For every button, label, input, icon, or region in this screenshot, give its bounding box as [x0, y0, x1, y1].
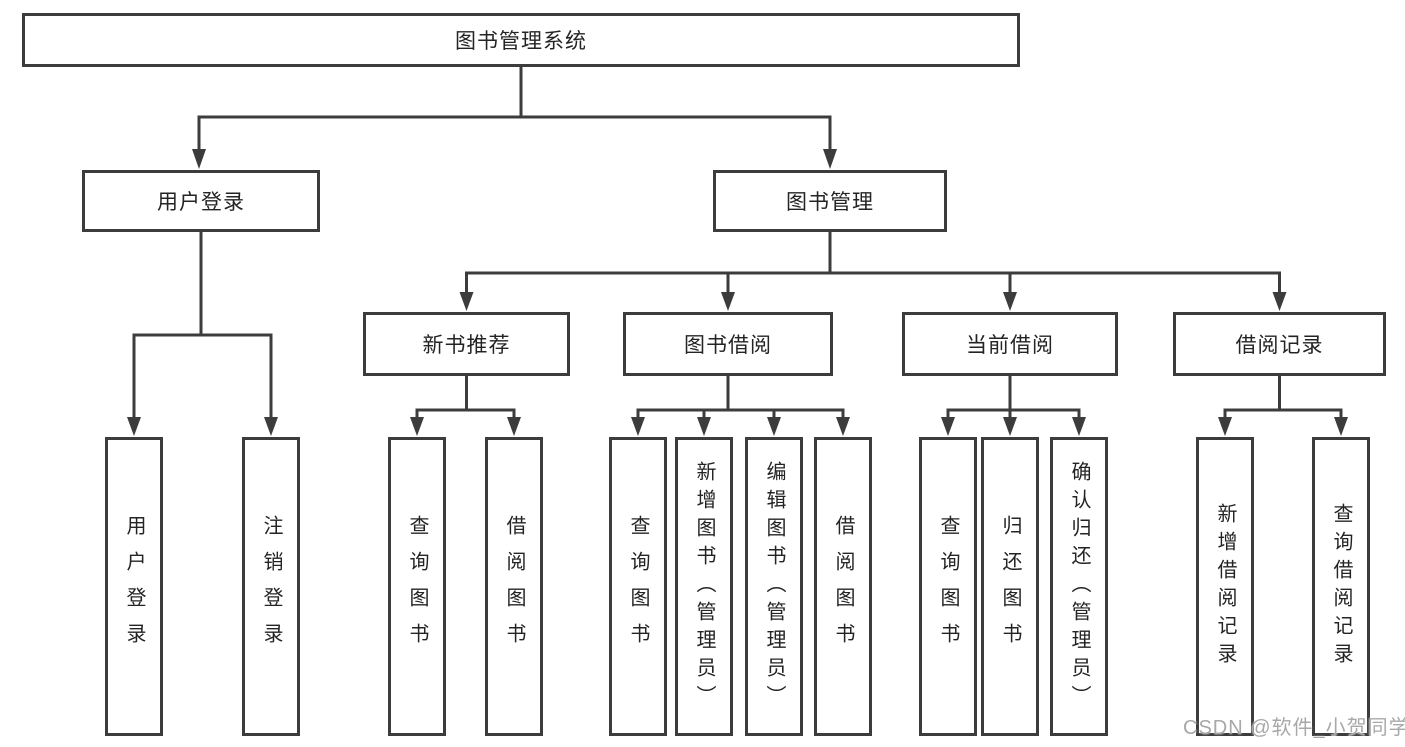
leaf-query-book-borrow-label: 查询图书	[627, 514, 649, 659]
arrowhead	[1334, 417, 1348, 436]
node-root-label: 图书管理系统	[455, 30, 587, 53]
arrowhead	[697, 417, 711, 436]
arrowhead	[836, 417, 850, 436]
node-user-login-label: 用户登录	[157, 191, 245, 214]
leaf-confirm-return-admin-label: 确认归还（管理员）	[1068, 460, 1090, 713]
node-book-management: 图书管理	[713, 170, 947, 232]
arrowhead	[721, 292, 735, 311]
node-book-borrow: 图书借阅	[623, 312, 833, 376]
leaf-borrow-book: 借阅图书	[814, 437, 872, 736]
node-book-management-label: 图书管理	[786, 191, 874, 214]
leaf-query-borrow-record-label: 查询借阅记录	[1330, 502, 1352, 671]
node-current-borrow: 当前借阅	[902, 312, 1118, 376]
leaf-logout-login: 注销登录	[242, 437, 300, 736]
arrowhead	[941, 417, 955, 436]
leaf-add-book-admin: 新增图书（管理员）	[675, 437, 733, 736]
arrowhead	[507, 417, 521, 436]
csdn-watermark: CSDN @软件_小贺同学	[1183, 717, 1405, 739]
node-current-borrow-label: 当前借阅	[966, 334, 1054, 357]
leaf-add-borrow-record-label: 新增借阅记录	[1214, 502, 1236, 671]
leaf-user-login-label: 用户登录	[123, 514, 145, 659]
node-new-book-recommend: 新书推荐	[363, 312, 570, 376]
arrowhead	[127, 417, 141, 436]
leaf-add-book-admin-label: 新增图书（管理员）	[693, 460, 715, 713]
arrowhead	[192, 149, 206, 169]
node-root: 图书管理系统	[22, 13, 1020, 67]
leaf-edit-book-admin-label: 编辑图书（管理员）	[763, 460, 785, 713]
leaf-return-book-label: 归还图书	[999, 514, 1021, 659]
arrowhead	[1072, 417, 1086, 436]
arrowhead	[1272, 292, 1287, 311]
leaf-query-book-recommend-label: 查询图书	[406, 514, 428, 659]
arrowhead	[631, 417, 645, 436]
leaf-add-borrow-record: 新增借阅记录	[1196, 437, 1254, 736]
arrowhead	[1003, 292, 1017, 311]
leaf-query-book-recommend: 查询图书	[388, 437, 446, 736]
arrowhead	[823, 149, 837, 169]
leaf-borrow-book-label: 借阅图书	[832, 514, 854, 659]
arrowhead	[264, 417, 278, 436]
leaf-query-borrow-record: 查询借阅记录	[1312, 437, 1370, 736]
leaf-borrow-book-recommend-label: 借阅图书	[503, 514, 525, 659]
arrowhead	[767, 417, 781, 436]
leaf-edit-book-admin: 编辑图书（管理员）	[745, 437, 803, 736]
arrowhead	[1218, 417, 1232, 436]
arrowhead	[410, 417, 424, 436]
leaf-query-book-borrow: 查询图书	[609, 437, 667, 736]
node-new-book-recommend-label: 新书推荐	[422, 334, 511, 357]
arrowhead	[1003, 417, 1017, 436]
node-book-borrow-label: 图书借阅	[684, 334, 772, 357]
leaf-query-book-current: 查询图书	[919, 437, 977, 736]
leaf-confirm-return-admin: 确认归还（管理员）	[1050, 437, 1108, 736]
leaf-borrow-book-recommend: 借阅图书	[485, 437, 543, 736]
node-user-login: 用户登录	[82, 170, 320, 232]
leaf-logout-login-label: 注销登录	[260, 514, 282, 659]
leaf-query-book-current-label: 查询图书	[937, 514, 959, 659]
leaf-user-login: 用户登录	[105, 437, 163, 736]
node-borrow-record: 借阅记录	[1173, 312, 1386, 376]
arrowheads	[127, 149, 1348, 436]
leaf-return-book: 归还图书	[981, 437, 1039, 736]
arrowhead	[459, 292, 474, 311]
node-borrow-record-label: 借阅记录	[1235, 334, 1324, 357]
